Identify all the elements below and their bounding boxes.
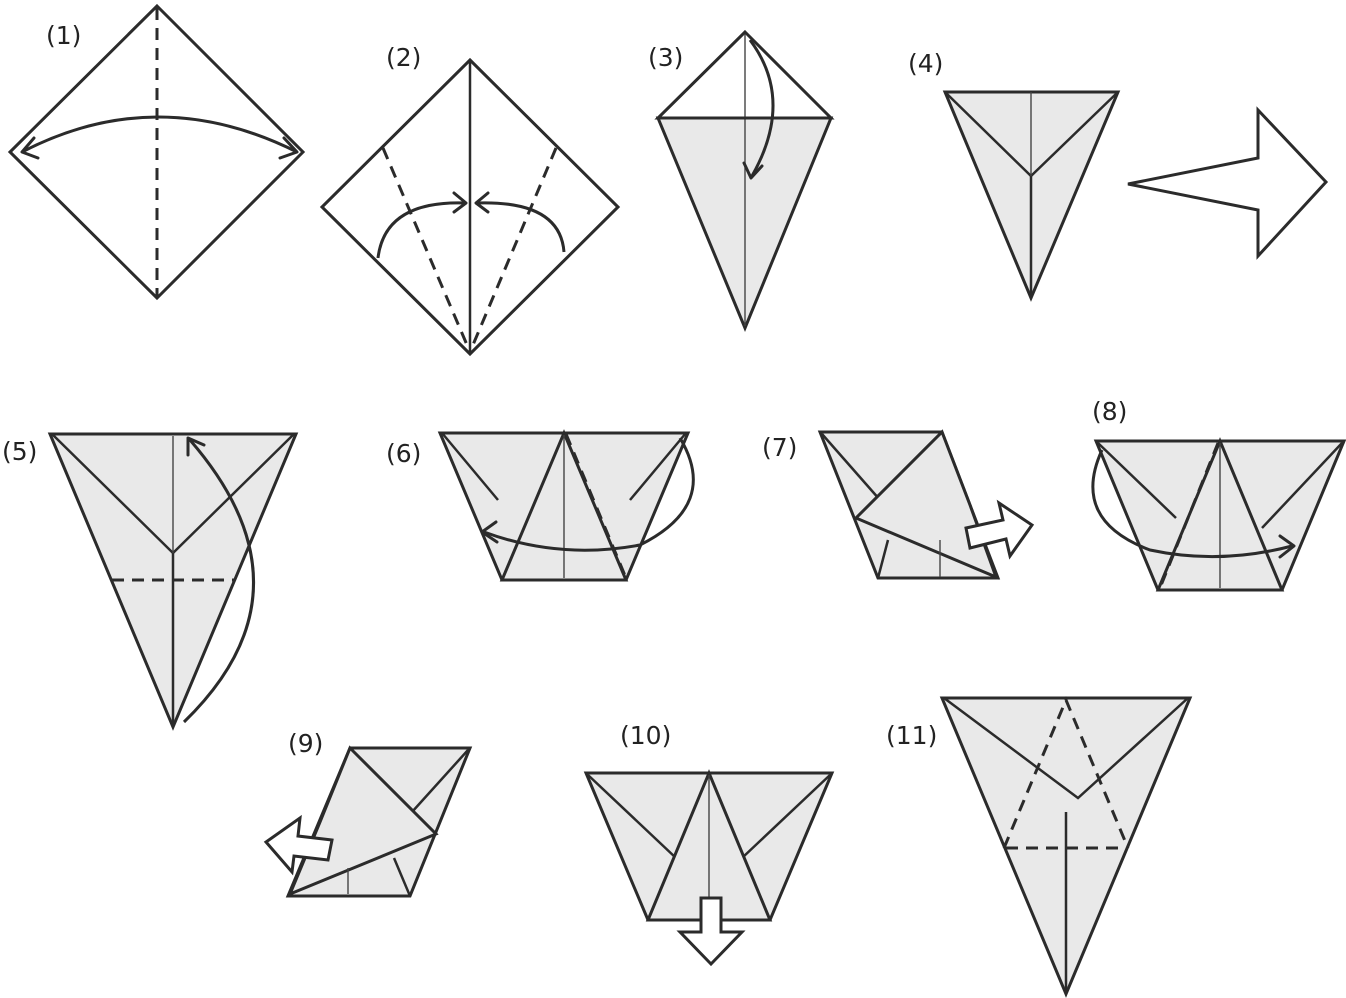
step-3: (3) — [648, 29, 835, 332]
step-7-label: (7) — [762, 433, 797, 462]
step-11-label: (11) — [886, 721, 937, 750]
step-10-pull-down-arrow — [676, 896, 746, 967]
step-5: (5) — [2, 432, 299, 731]
step-5-arrowhead — [186, 436, 206, 457]
step-8-arrowhead — [1278, 534, 1296, 559]
step-8: (8) — [1091, 397, 1346, 592]
step-7-inner-edge — [876, 539, 890, 579]
step-10: (10) — [583, 721, 835, 967]
step-11: (11) — [886, 696, 1193, 998]
step-8-left-flap-edge — [1097, 442, 1177, 519]
step-2: (2) — [319, 43, 621, 357]
step-3-label: (3) — [648, 43, 683, 72]
step-1: (1) — [7, 3, 306, 301]
step-8-right-flap-edge — [1261, 442, 1343, 529]
step-7-folded-flap — [853, 429, 999, 580]
step-4-turn-over-arrow — [1127, 106, 1329, 260]
step-8-label: (8) — [1092, 397, 1127, 426]
step-7-direction-arrow — [964, 499, 1035, 560]
step-9-label: (9) — [288, 729, 323, 758]
step-7-flap-edge — [821, 433, 881, 501]
step-2-left-arrowhead — [452, 191, 468, 214]
step-3-arrowhead — [742, 161, 764, 180]
step-5-fold-arrow — [182, 439, 255, 724]
step-9-direction-arrow — [263, 814, 334, 876]
step-2-right-arrowhead — [474, 191, 490, 214]
step-1-label: (1) — [46, 21, 81, 50]
step-1-arrowhead-right — [278, 136, 299, 160]
step-6: (6) — [386, 429, 695, 582]
step-1-arrowhead-left — [20, 136, 40, 160]
step-10-label: (10) — [620, 721, 671, 750]
step-2-left-valley-fold — [381, 147, 472, 353]
step-9: (9) — [263, 729, 473, 898]
step-6-right-flap-edge — [629, 432, 687, 501]
step-2-right-valley-fold — [468, 147, 558, 353]
step-2-left-fold-arrow — [376, 201, 467, 259]
step-2-right-fold-arrow — [475, 201, 566, 253]
step-6-valley-fold — [564, 433, 628, 579]
step-6-arrowhead — [480, 520, 499, 544]
step-1-fold-arrow — [21, 115, 298, 154]
step-3-fold-arrow — [748, 39, 775, 177]
step-6-left-flap-edge — [441, 432, 499, 501]
step-8-valley-fold — [1158, 442, 1220, 589]
step-7: (7) — [762, 429, 1035, 580]
step-4-label: (4) — [908, 49, 943, 78]
step-6-fold-arrow — [483, 437, 695, 552]
step-11-valley-fold-sides — [1002, 696, 1130, 849]
step-6-label: (6) — [386, 439, 421, 468]
step-4: (4) — [908, 49, 1329, 302]
step-10-right-flap-edge — [741, 774, 831, 859]
step-5-label: (5) — [2, 437, 37, 466]
step-2-label: (2) — [386, 43, 421, 72]
step-9-inner-edge — [392, 857, 412, 897]
step-8-fold-arrow — [1091, 449, 1293, 559]
step-10-left-flap-edge — [587, 774, 677, 859]
step-9-flap-edge — [411, 749, 469, 813]
step-11-fold-edges — [943, 696, 1189, 800]
